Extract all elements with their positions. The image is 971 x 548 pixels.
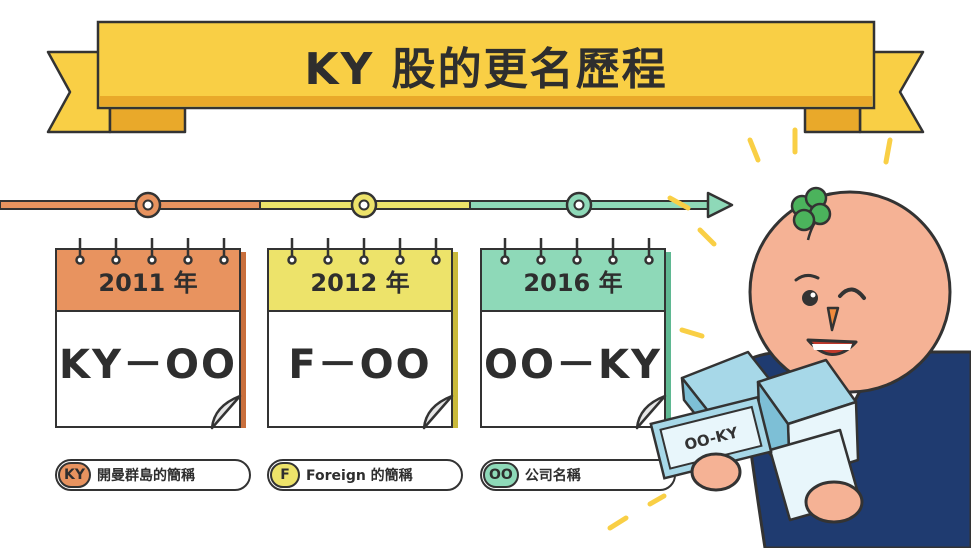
nose <box>826 306 840 332</box>
calendar-decorations <box>75 238 667 430</box>
eye-icon <box>838 287 866 300</box>
calendar-stock-name: OO－KY <box>480 310 666 428</box>
title-ribbon <box>46 20 925 134</box>
legend-oo: OO 公司名稱 <box>480 459 676 491</box>
calendar-rings <box>500 238 654 265</box>
calendar-2012: 2012 年 F－OO <box>267 248 458 430</box>
timeline-arrow <box>0 191 734 219</box>
character-illustration: OO-KY <box>607 127 971 548</box>
character-head <box>748 190 952 394</box>
calendar-2016: 2016 年 OO－KY <box>480 248 671 430</box>
legend-badge: F <box>270 462 300 488</box>
page-title: KY 股的更名歷程 <box>304 44 668 95</box>
legend-text: 公司名稱 <box>524 468 581 484</box>
calendar-year: 2012 年 <box>267 248 453 310</box>
legend-badge: KY <box>58 462 91 488</box>
eye-icon <box>802 290 818 306</box>
legend-text: Foreign 的簡稱 <box>306 468 413 484</box>
calendar-rings <box>75 238 229 265</box>
calendar-stock-name: F－OO <box>267 310 453 428</box>
page-curl <box>635 394 667 430</box>
hand <box>804 480 864 524</box>
legend-f: F Foreign 的簡稱 <box>267 459 463 491</box>
clover-icon <box>790 186 832 241</box>
timeline-node-2011 <box>134 191 162 219</box>
hand <box>690 452 742 492</box>
timeline-node-2016 <box>565 191 593 219</box>
calendar-year: 2011 年 <box>55 248 241 310</box>
legend-badge: OO <box>483 462 519 488</box>
calendar-2011: 2011 年 KY－OO <box>55 248 246 430</box>
sparkle-lines <box>607 127 893 531</box>
page-curl <box>210 394 242 430</box>
calendar-rings <box>287 238 441 265</box>
legend-text: 開曼群島的簡稱 <box>97 468 195 484</box>
calendar-stock-name: KY－OO <box>55 310 241 428</box>
banknote: OO-KY <box>649 395 773 480</box>
timeline-node-2012 <box>350 191 378 219</box>
page-curl <box>422 394 454 430</box>
legend-ky: KY 開曼群島的簡稱 <box>55 459 251 491</box>
